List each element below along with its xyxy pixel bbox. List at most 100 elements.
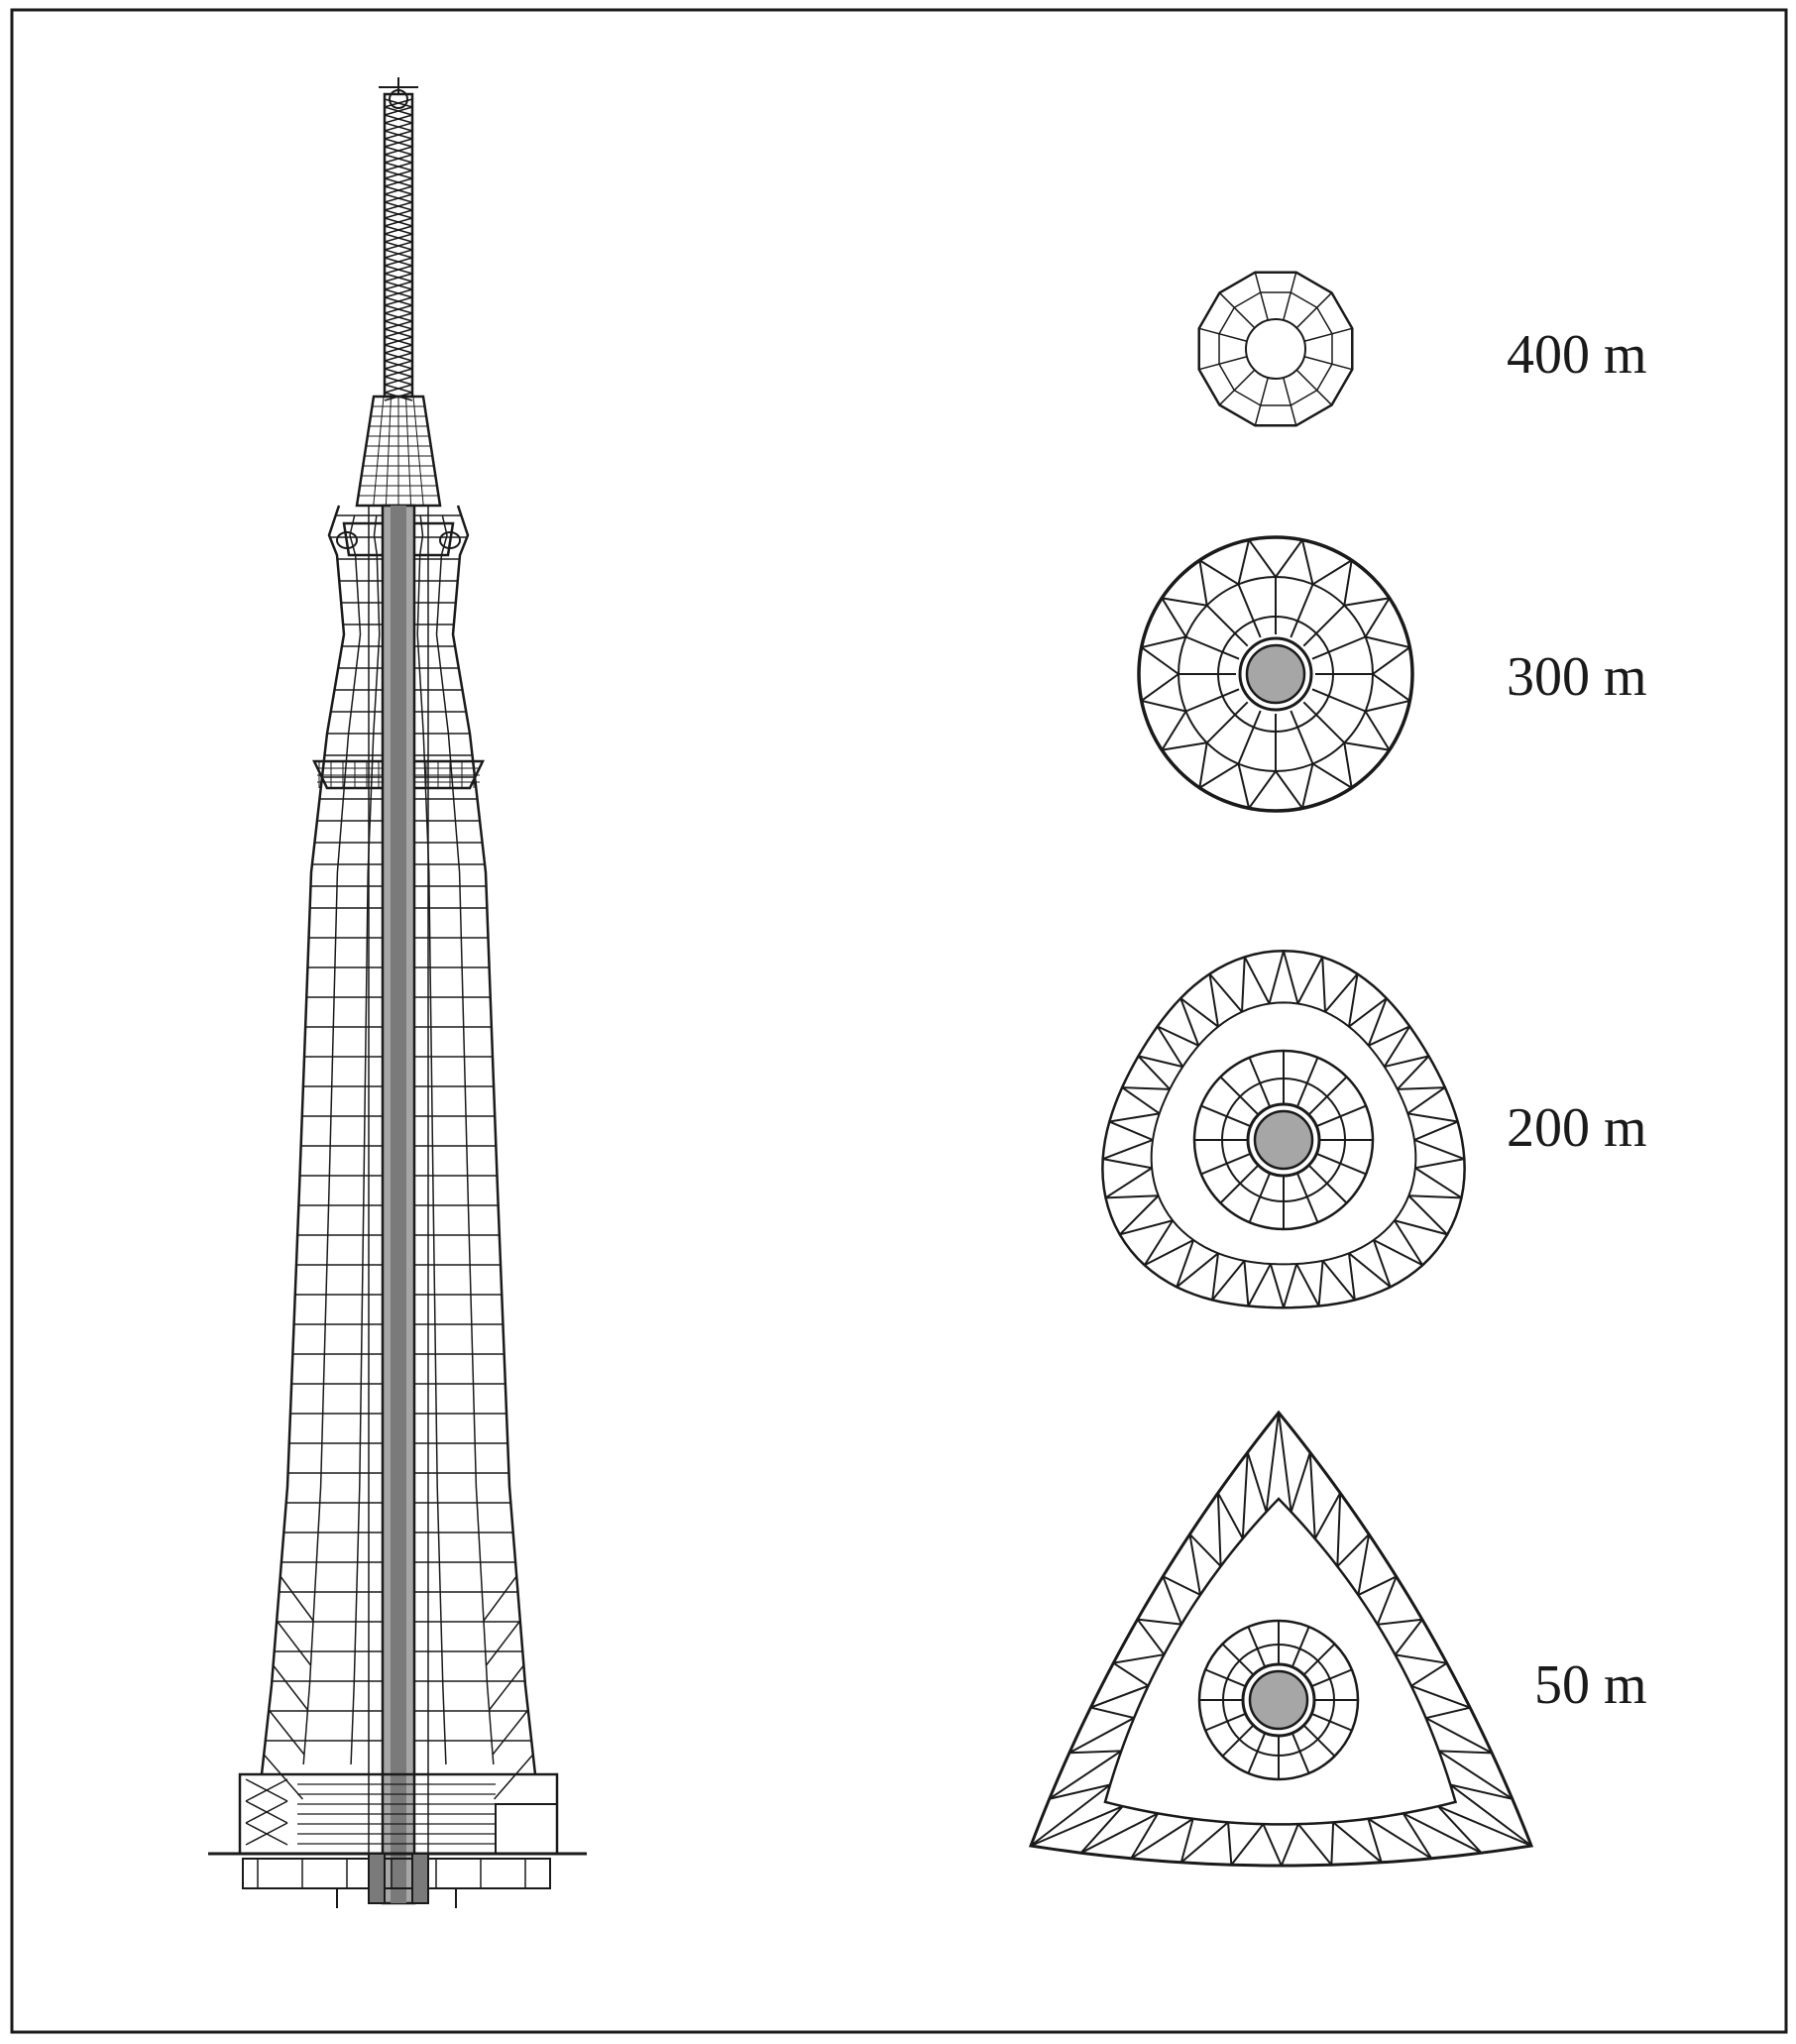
label-200m: 200 m xyxy=(1507,1097,1647,1159)
rim-brace-300 xyxy=(1141,699,1186,713)
radial-400 xyxy=(1198,327,1248,342)
mast-lacing xyxy=(384,360,413,370)
rim-brace-50 xyxy=(1395,1653,1447,1664)
radial-400 xyxy=(1254,377,1269,426)
rim-brace-200 xyxy=(1208,972,1243,1013)
cage-column xyxy=(385,396,392,507)
rim-brace-50 xyxy=(1030,1783,1111,1847)
radial-400 xyxy=(1295,369,1333,406)
rim-brace-200 xyxy=(1414,1167,1463,1199)
tower-brace xyxy=(492,1709,529,1756)
rim-brace-200 xyxy=(1179,997,1200,1047)
mast-lacing xyxy=(384,273,413,283)
mast-lacing xyxy=(384,233,413,243)
rim-brace-50 xyxy=(1425,1717,1493,1755)
rim-brace-200 xyxy=(1295,1263,1320,1306)
rim-brace-300 xyxy=(1198,560,1208,606)
mast-lacing xyxy=(384,368,413,378)
rim-brace-50 xyxy=(1068,1750,1122,1755)
tower-brace xyxy=(494,1754,534,1800)
mast-lacing xyxy=(384,177,413,187)
rim-brace-50 xyxy=(1297,1823,1333,1866)
rim-brace-200 xyxy=(1108,1120,1154,1141)
rim-brace-50 xyxy=(1332,1821,1383,1864)
mast-lacing xyxy=(384,114,413,124)
deck-bulge xyxy=(336,531,358,549)
rim-brace-50 xyxy=(1336,1533,1370,1567)
radial-50 xyxy=(1221,1643,1255,1676)
rim-brace-200 xyxy=(1373,1239,1423,1267)
core-200 xyxy=(1253,1109,1314,1171)
rim-brace-50 xyxy=(1425,1706,1471,1720)
rim-brace-300 xyxy=(1275,770,1303,809)
rim-brace-200 xyxy=(1394,1219,1448,1236)
rim-brace-200 xyxy=(1317,1260,1324,1306)
radial-50 xyxy=(1291,1626,1310,1668)
rim-brace-50 xyxy=(1357,1575,1398,1596)
rim-brace-200 xyxy=(1296,956,1324,1004)
tower-right-edge xyxy=(451,505,537,1775)
radial-200 xyxy=(1307,1076,1348,1116)
shaft-ring-300 xyxy=(1238,636,1313,712)
section-300m xyxy=(1137,535,1414,813)
rim-brace-50 xyxy=(1162,1575,1201,1596)
rim-brace-50 xyxy=(1367,1818,1383,1864)
rim-brace-50 xyxy=(1162,1575,1182,1625)
rim-brace-50 xyxy=(1090,1684,1149,1709)
rim-brace-200 xyxy=(1268,950,1285,1004)
rim-brace-50 xyxy=(1049,1750,1122,1800)
rim-brace-300 xyxy=(1237,539,1251,585)
rim-brace-50 xyxy=(1216,1493,1222,1567)
radial-400 xyxy=(1218,291,1256,329)
mast-lacing xyxy=(384,249,413,259)
rim-brace-300 xyxy=(1141,646,1179,675)
label-300m: 300 m xyxy=(1507,646,1647,708)
rim-brace-200 xyxy=(1407,1112,1458,1123)
tower-brace xyxy=(488,1664,524,1711)
core-300 xyxy=(1245,643,1306,705)
rim-brace-200 xyxy=(1137,1055,1171,1090)
mast-lacing xyxy=(384,209,413,219)
radial-200 xyxy=(1295,1057,1319,1108)
base-brace xyxy=(245,1778,288,1802)
rim-brace-300 xyxy=(1198,762,1240,789)
radial-300 xyxy=(1290,584,1314,638)
rim-brace-50 xyxy=(1402,1812,1433,1860)
rim-brace-300 xyxy=(1365,699,1410,713)
radial-200 xyxy=(1200,1104,1252,1128)
rim-brace-50 xyxy=(1217,1492,1244,1539)
core-50 xyxy=(1248,1669,1309,1731)
rim-brace-200 xyxy=(1384,1055,1429,1069)
rim-brace-200 xyxy=(1102,1139,1154,1161)
radial-50 xyxy=(1302,1643,1336,1676)
mast-lacing xyxy=(384,241,413,251)
rim-brace-50 xyxy=(1049,1783,1111,1800)
central-shaft-core xyxy=(391,506,406,1903)
rim-brace-200 xyxy=(1144,1239,1194,1267)
tower-column xyxy=(416,514,447,1765)
mast-lacing xyxy=(384,376,413,386)
rim-brace-300 xyxy=(1237,763,1251,809)
tower-brace xyxy=(483,1575,517,1622)
mast-lacing xyxy=(384,384,413,394)
rim-brace-200 xyxy=(1407,1194,1448,1236)
rim-brace-50 xyxy=(1357,1533,1371,1596)
rim-brace-200 xyxy=(1348,1253,1356,1301)
rim-brace-200 xyxy=(1368,1025,1410,1047)
rim-brace-50 xyxy=(1449,1783,1532,1847)
rim-brace-300 xyxy=(1161,710,1187,751)
mast-lacing xyxy=(384,138,413,148)
radial-50 xyxy=(1204,1668,1247,1688)
radial-400 xyxy=(1218,369,1256,406)
rim-brace-200 xyxy=(1241,957,1246,1012)
rim-brace-200 xyxy=(1397,1055,1430,1090)
rim-brace-200 xyxy=(1208,973,1219,1027)
rim-brace-50 xyxy=(1137,1618,1182,1626)
rim-brace-200 xyxy=(1413,1139,1465,1161)
pile xyxy=(368,1853,386,1904)
rim-brace-300 xyxy=(1141,673,1179,702)
radial-400 xyxy=(1283,272,1297,321)
rim-brace-300 xyxy=(1198,742,1208,788)
rim-brace-50 xyxy=(1278,1412,1292,1513)
label-50m: 50 m xyxy=(1534,1654,1647,1716)
